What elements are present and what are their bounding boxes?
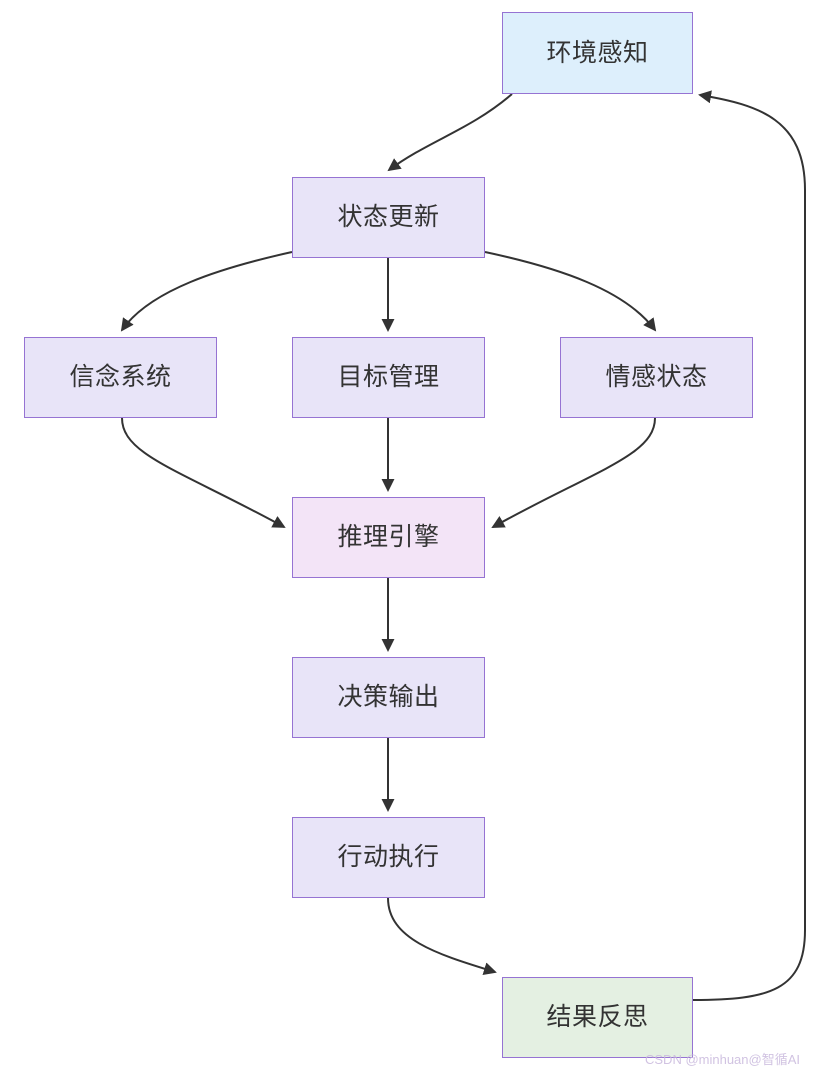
node-emotional_state[interactable]: 情感状态 <box>560 337 753 418</box>
edge-emotional_state-to-reasoning_engine <box>491 417 656 528</box>
edge-result_reflection-to-perception <box>692 90 806 1001</box>
node-reasoning_engine[interactable]: 推理引擎 <box>292 497 485 578</box>
node-state_update[interactable]: 状态更新 <box>292 177 485 258</box>
node-label-reasoning_engine: 推理引擎 <box>337 523 440 551</box>
node-label-goal_management: 目标管理 <box>337 363 440 391</box>
node-label-action_execution: 行动执行 <box>337 843 440 871</box>
node-decision_output[interactable]: 决策输出 <box>292 657 485 738</box>
edge-perception-to-state_update <box>387 93 513 172</box>
node-label-result_reflection: 结果反思 <box>546 1003 649 1031</box>
node-result_reflection[interactable]: 结果反思 <box>502 977 693 1058</box>
edges-group <box>120 90 806 1001</box>
node-belief_system[interactable]: 信念系统 <box>24 337 217 418</box>
node-label-state_update: 状态更新 <box>337 203 440 231</box>
node-goal_management[interactable]: 目标管理 <box>292 337 485 418</box>
edge-action_execution-to-result_reflection <box>387 897 497 975</box>
node-action_execution[interactable]: 行动执行 <box>292 817 485 898</box>
node-label-emotional_state: 情感状态 <box>605 363 708 391</box>
edge-state_update-to-belief_system <box>120 251 293 332</box>
watermark: CSDN @minhuan@智循AI <box>645 1052 800 1067</box>
node-label-decision_output: 决策输出 <box>337 683 440 711</box>
edge-state_update-to-emotional_state <box>484 251 657 332</box>
edge-belief_system-to-reasoning_engine <box>121 417 286 528</box>
node-perception[interactable]: 环境感知 <box>502 12 693 94</box>
node-label-perception: 环境感知 <box>546 38 649 67</box>
node-label-belief_system: 信念系统 <box>69 363 172 391</box>
